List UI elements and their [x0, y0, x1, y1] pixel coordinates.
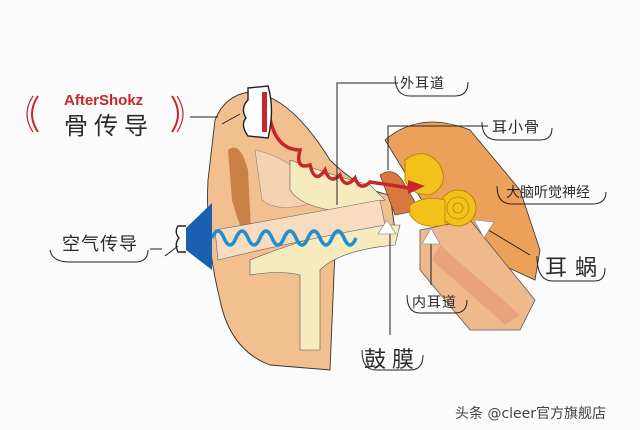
bone-conduction-label: 骨传导 [64, 112, 154, 140]
eardrum-label: 鼓膜 [364, 348, 421, 373]
bone-conduction-device [242, 85, 273, 139]
cochlea-arrow [473, 219, 495, 239]
brand-label: AfterShokz [64, 92, 144, 109]
speaker-icon [186, 203, 212, 270]
wave-arrowhead [408, 180, 425, 194]
bone-conduction-wave [266, 104, 411, 190]
auditory-nerve-label: 大脑听觉神经 [506, 185, 590, 201]
sound-wave-right-icon [171, 95, 179, 133]
sound-wave-left-icon [31, 95, 39, 133]
eardrum-arrow [377, 219, 397, 235]
watermark: 头条 @cleer官方旗舰店 [455, 406, 607, 422]
inner-canal-arrow [421, 227, 441, 245]
inner-ear-canal-label: 内耳道 [412, 295, 457, 311]
cochlea-label: 耳蜗 [545, 256, 606, 281]
air-conduction-wave [210, 229, 358, 247]
outer-ear-canal-label: 外耳道 [400, 76, 445, 92]
ossicles-label: 耳小骨 [492, 118, 541, 136]
air-conduction-label: 空气传导 [62, 234, 138, 255]
